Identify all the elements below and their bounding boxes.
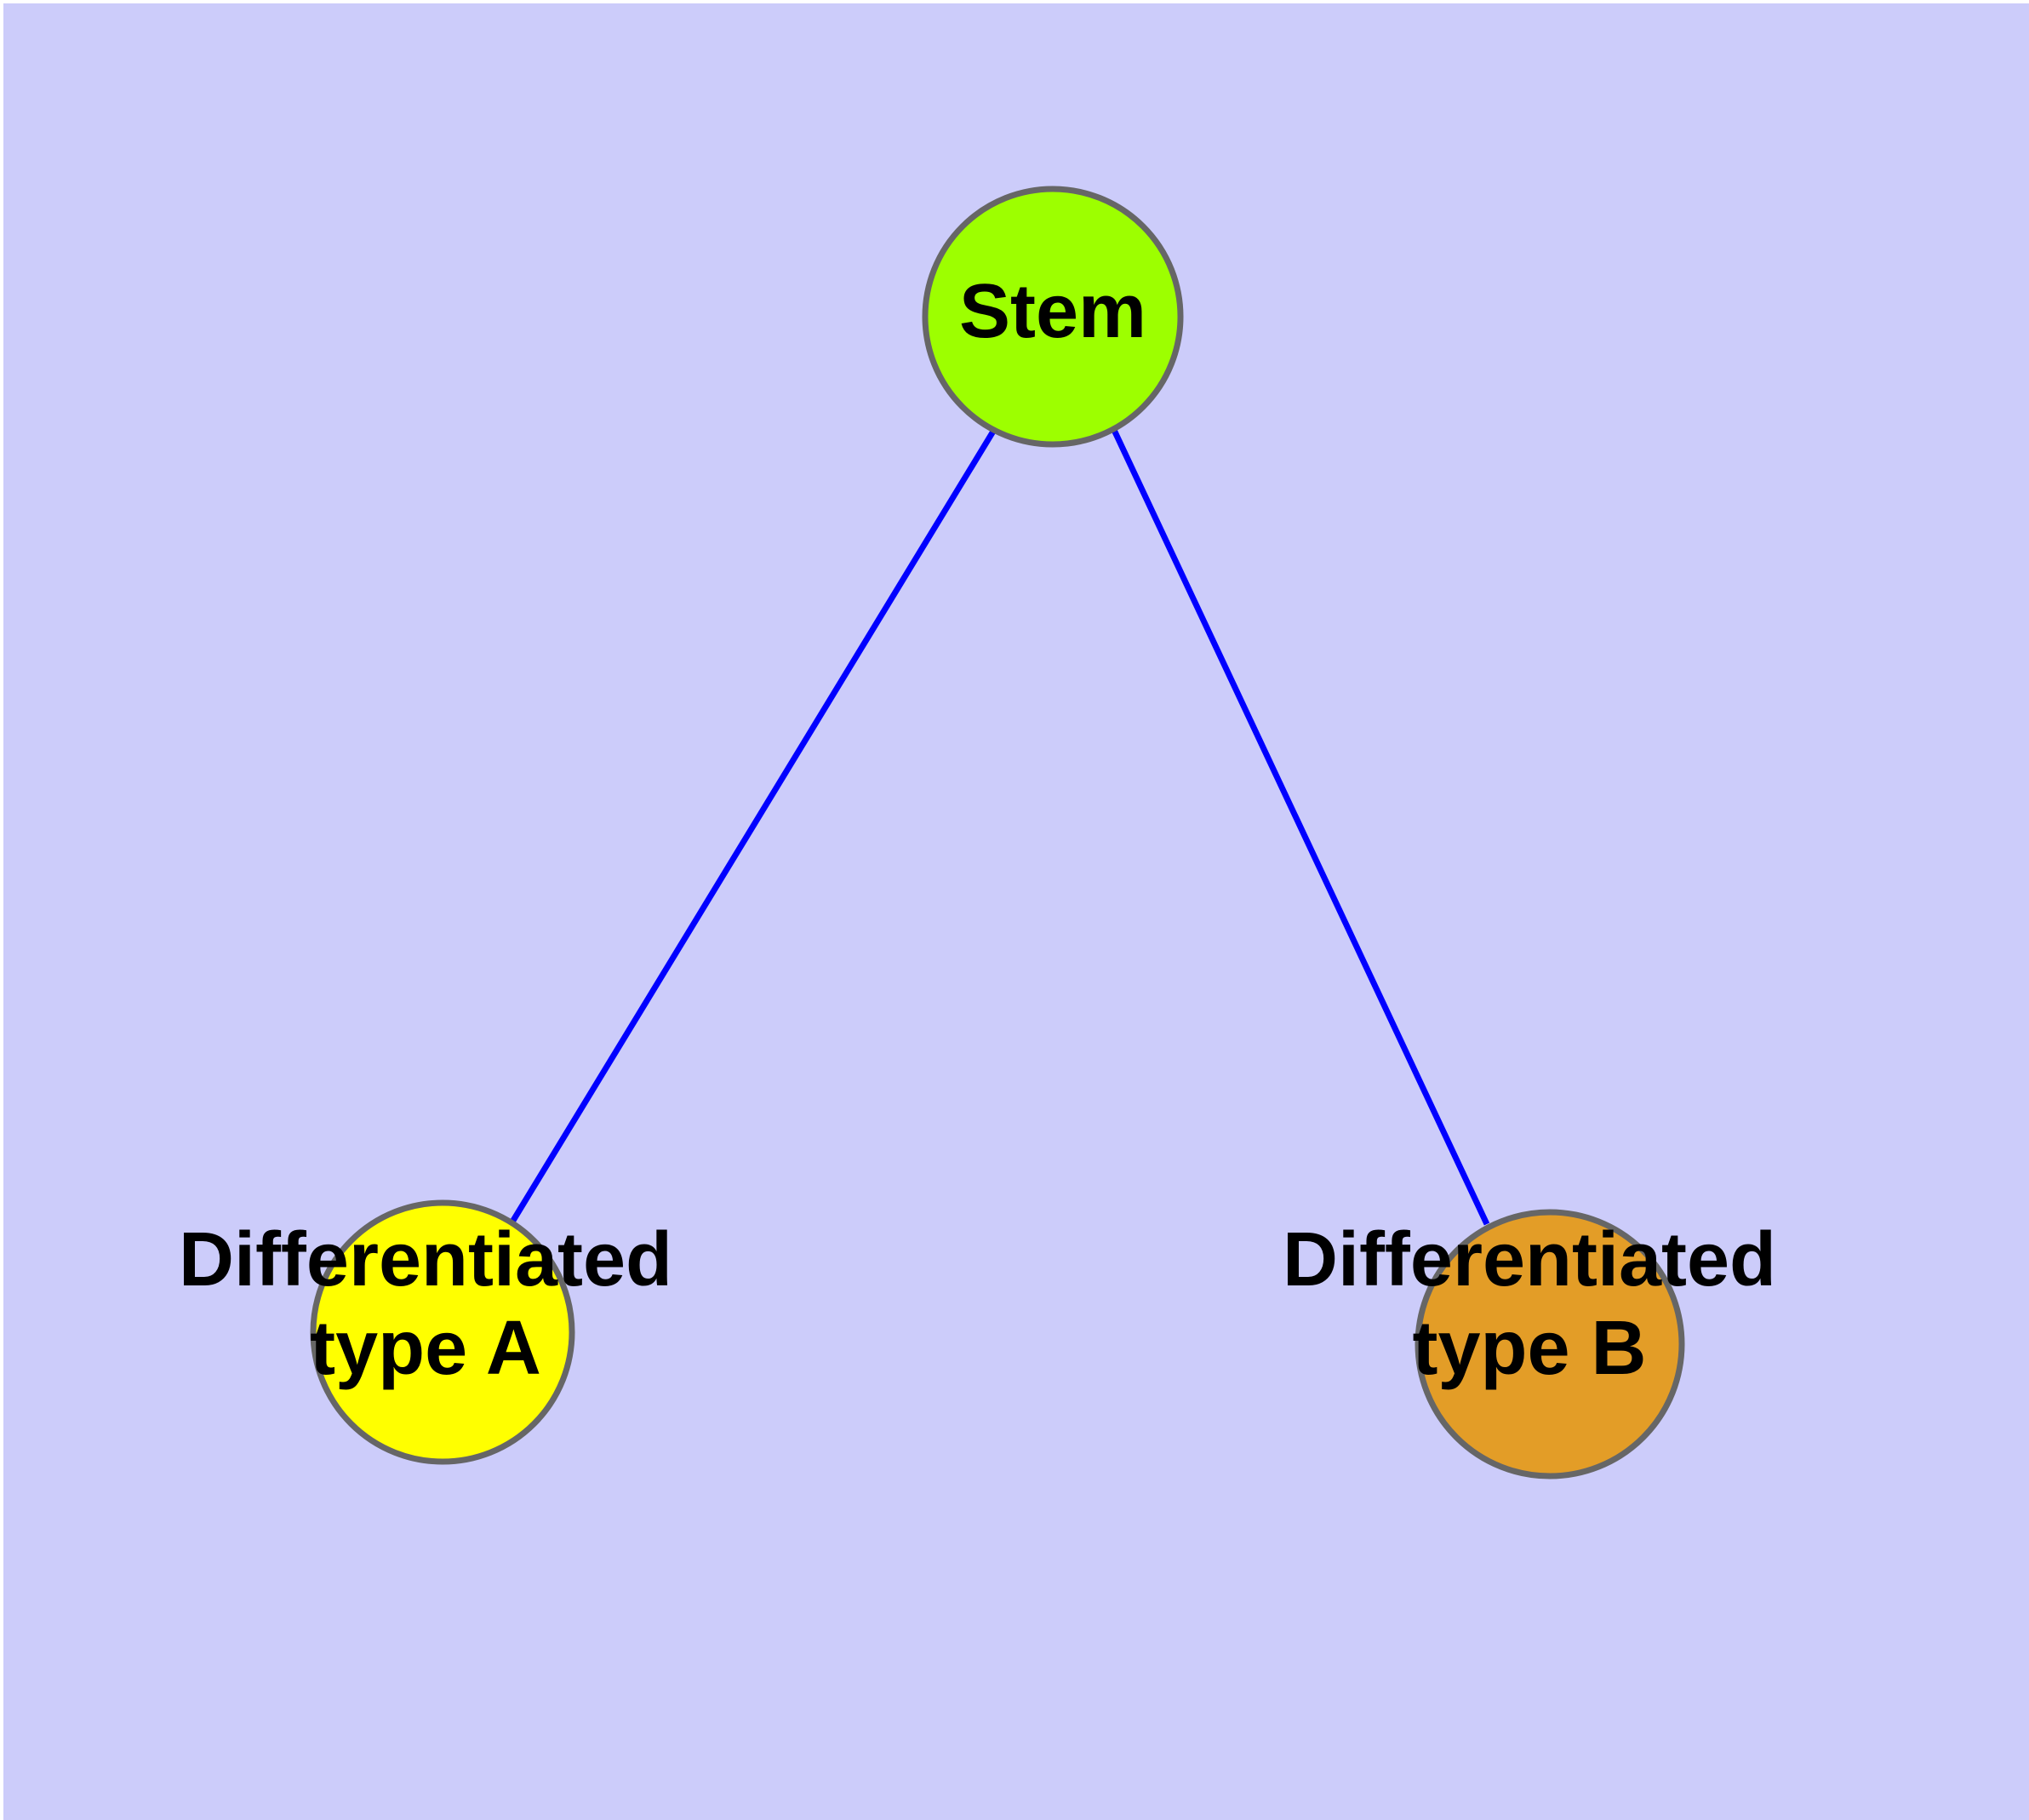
node-circle-diff-a[interactable] (310, 1199, 575, 1465)
node-label-line: Differentiated (179, 1217, 672, 1302)
node-label-stem: Stem (959, 269, 1146, 354)
edge-stem-to-diff-b[interactable] (1110, 426, 1490, 1226)
node-stem[interactable] (922, 186, 1184, 448)
node-label-line: type B (1412, 1306, 1646, 1391)
node-circle-stem[interactable] (922, 186, 1184, 448)
node-diff-b[interactable] (1415, 1209, 1685, 1479)
edge-stem-to-diff-a[interactable] (509, 428, 997, 1225)
node-circle-diff-b[interactable] (1415, 1209, 1685, 1479)
node-label-line: type A (310, 1306, 541, 1391)
edges-group (509, 426, 1490, 1226)
node-label-line: Stem (959, 269, 1146, 354)
node-diff-a[interactable] (310, 1199, 575, 1465)
node-label-line: Differentiated (1283, 1217, 1776, 1302)
